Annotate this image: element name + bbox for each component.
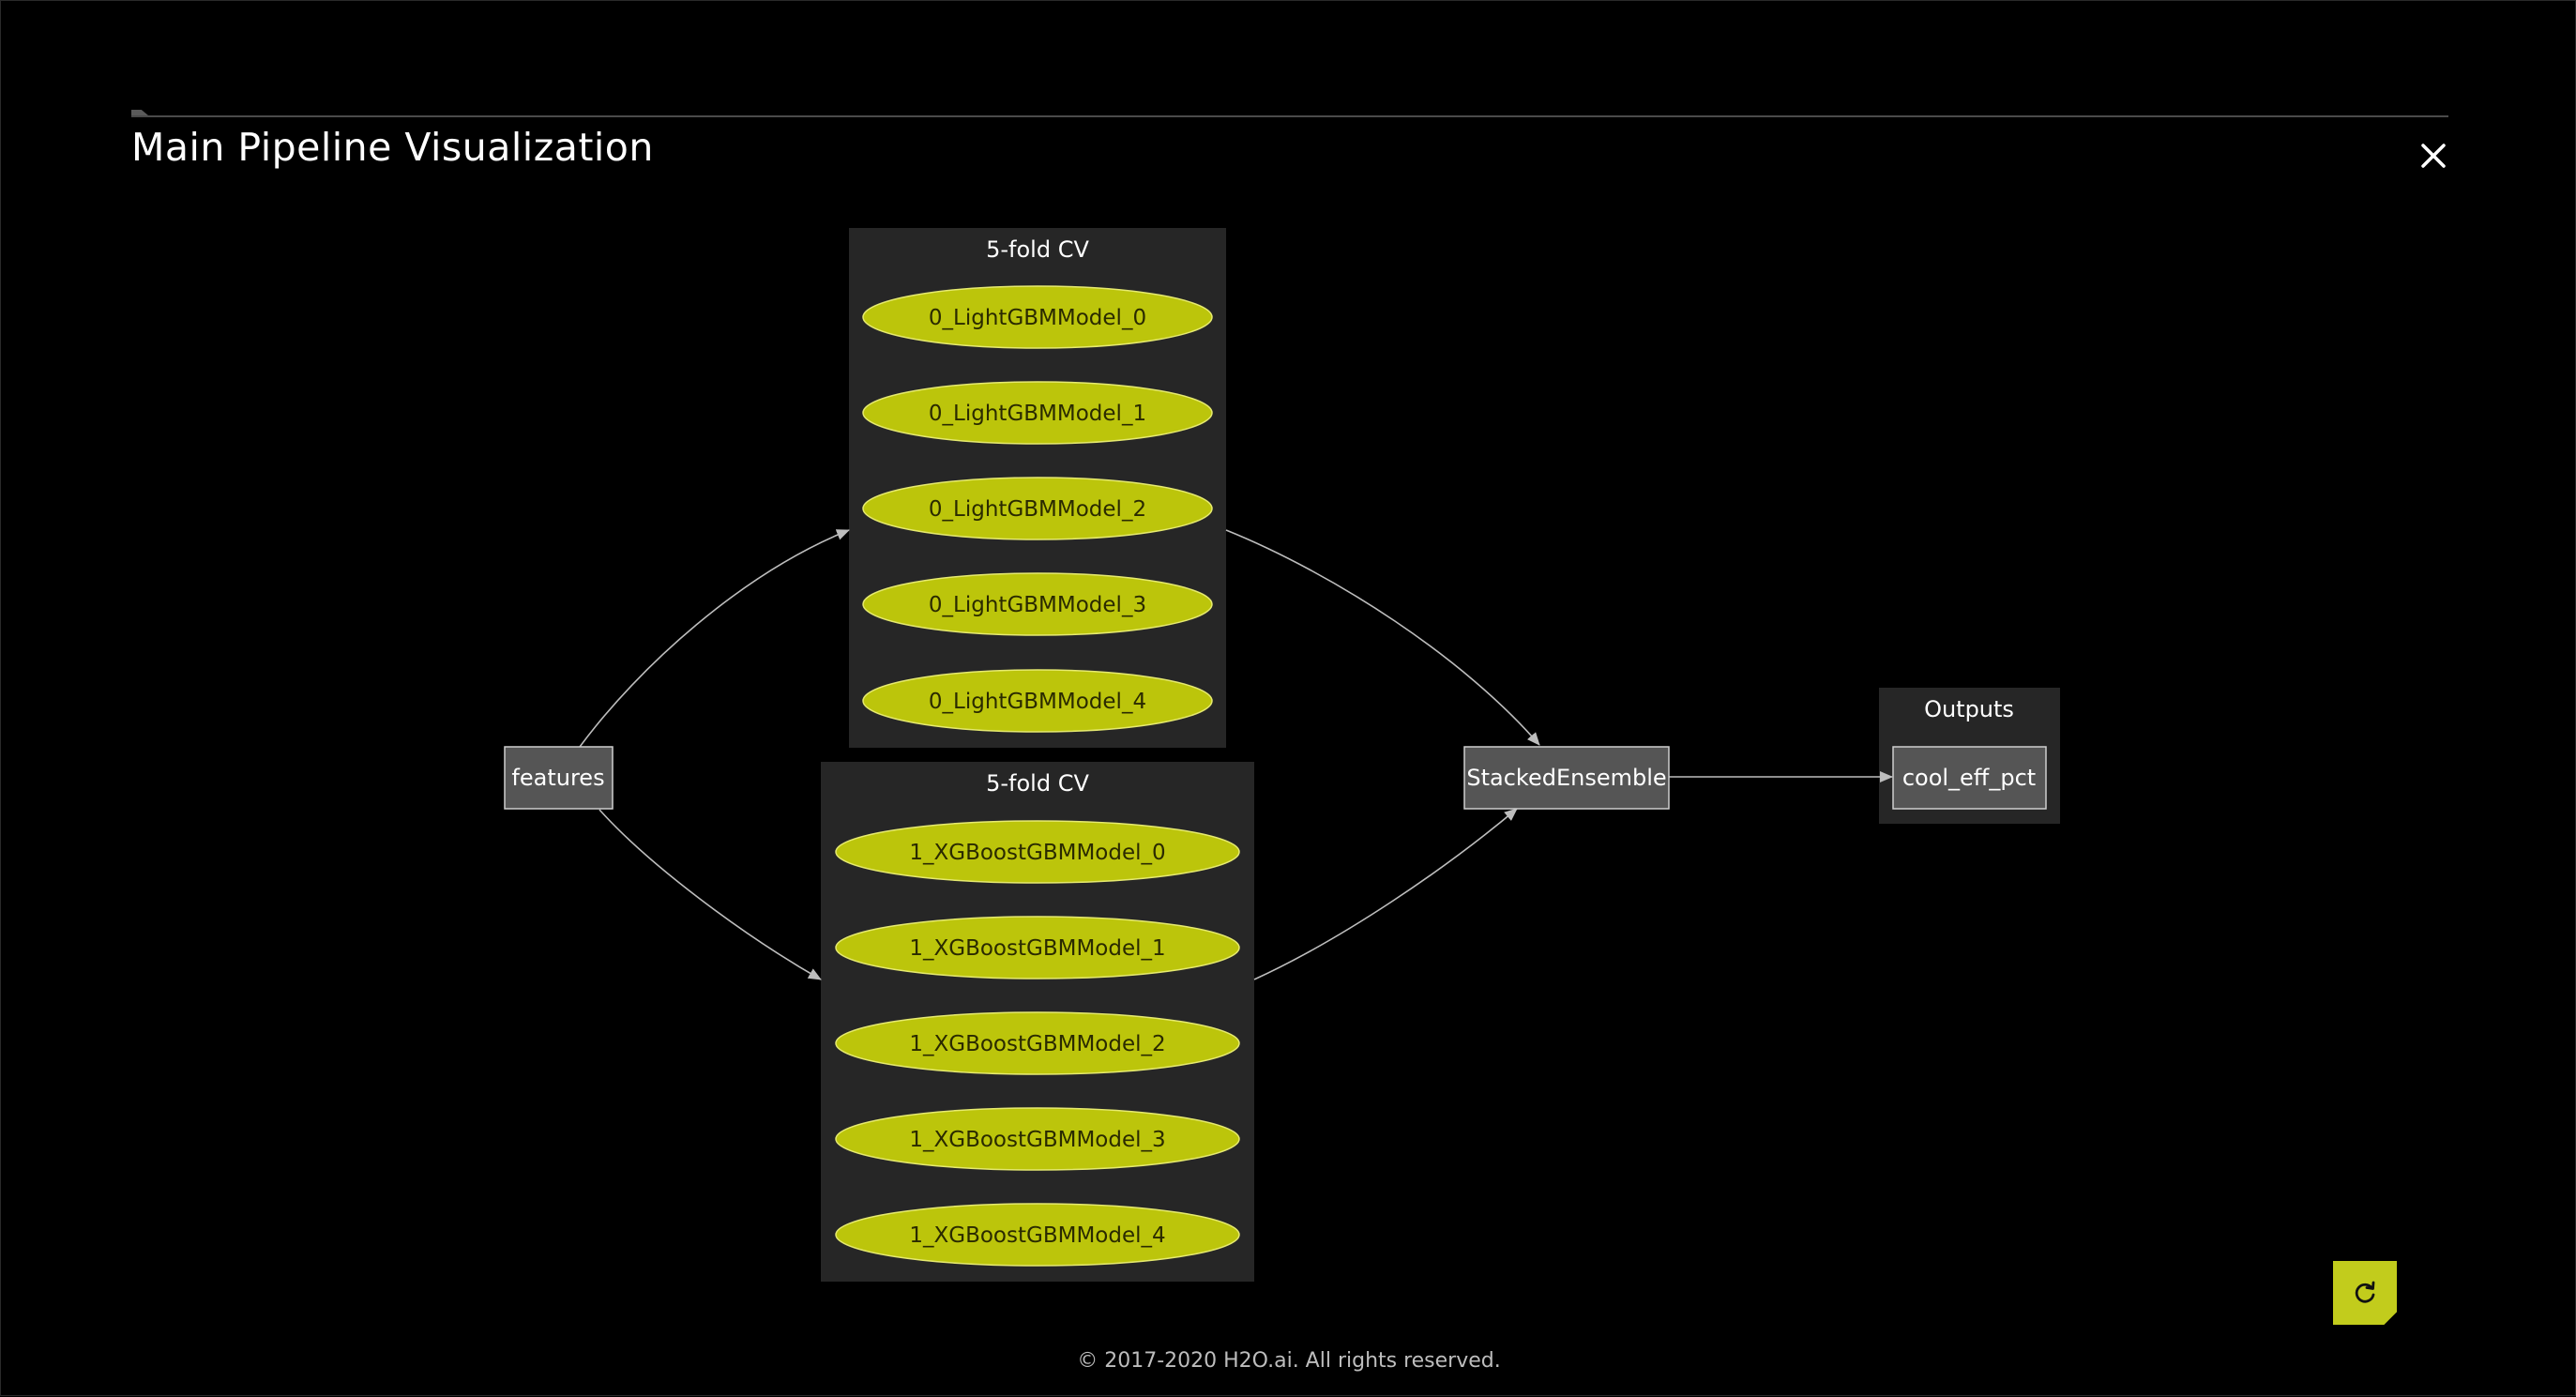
model-label: 1_XGBoostGBMModel_0 bbox=[909, 841, 1165, 865]
stacked-ensemble-node[interactable]: StackedEnsemble bbox=[1463, 746, 1670, 810]
model-label: 0_LightGBMModel_2 bbox=[929, 497, 1146, 522]
model-node[interactable]: 0_LightGBMModel_3 bbox=[862, 572, 1213, 636]
close-button[interactable] bbox=[2410, 132, 2457, 179]
cluster-label: 5-fold CV bbox=[986, 770, 1089, 797]
model-node[interactable]: 1_XGBoostGBMModel_3 bbox=[835, 1107, 1240, 1171]
model-node[interactable]: 0_LightGBMModel_0 bbox=[862, 285, 1213, 349]
stacked-ensemble-label: StackedEnsemble bbox=[1466, 765, 1666, 791]
model-label: 1_XGBoostGBMModel_4 bbox=[909, 1223, 1165, 1248]
cluster-label: Outputs bbox=[1924, 696, 2014, 722]
refresh-button[interactable] bbox=[2333, 1261, 2397, 1325]
model-label: 0_LightGBMModel_0 bbox=[929, 306, 1146, 330]
model-node[interactable]: 1_XGBoostGBMModel_1 bbox=[835, 916, 1240, 979]
model-label: 1_XGBoostGBMModel_1 bbox=[909, 936, 1165, 961]
refresh-icon bbox=[2355, 1281, 2375, 1303]
model-node[interactable]: 1_XGBoostGBMModel_0 bbox=[835, 820, 1240, 884]
model-node[interactable]: 1_XGBoostGBMModel_4 bbox=[835, 1203, 1240, 1267]
copyright-text: © 2017-2020 H2O.ai. All rights reserved. bbox=[1077, 1349, 1501, 1373]
features-node[interactable]: features bbox=[504, 746, 614, 810]
page-title: Main Pipeline Visualization bbox=[131, 125, 654, 170]
model-label: 0_LightGBMModel_1 bbox=[929, 402, 1146, 426]
cluster-label: 5-fold CV bbox=[986, 236, 1089, 263]
cluster-lightgbm: 5-fold CV 0_LightGBMModel_0 0_LightGBMMo… bbox=[849, 228, 1226, 748]
close-icon bbox=[2421, 144, 2446, 168]
model-node[interactable]: 1_XGBoostGBMModel_2 bbox=[835, 1011, 1240, 1075]
output-label: cool_eff_pct bbox=[1902, 765, 2036, 791]
model-label: 0_LightGBMModel_3 bbox=[929, 593, 1146, 617]
model-node[interactable]: 0_LightGBMModel_1 bbox=[862, 381, 1213, 445]
edge-xgboost-to-ensemble bbox=[1253, 808, 1518, 980]
header-divider bbox=[131, 115, 2448, 117]
edge-lightgbm-to-ensemble bbox=[1225, 529, 1540, 746]
header-tab-marker bbox=[131, 110, 148, 115]
model-label: 0_LightGBMModel_4 bbox=[929, 690, 1146, 714]
model-node[interactable]: 0_LightGBMModel_2 bbox=[862, 477, 1213, 540]
cluster-xgboost: 5-fold CV 1_XGBoostGBMModel_0 1_XGBoostG… bbox=[821, 762, 1254, 1282]
edge-features-to-lightgbm bbox=[579, 529, 850, 748]
model-label: 1_XGBoostGBMModel_2 bbox=[909, 1032, 1165, 1056]
features-label: features bbox=[511, 765, 604, 791]
model-node[interactable]: 0_LightGBMModel_4 bbox=[862, 669, 1213, 733]
model-label: 1_XGBoostGBMModel_3 bbox=[909, 1128, 1165, 1152]
edge-features-to-xgboost bbox=[599, 809, 822, 980]
output-node[interactable]: cool_eff_pct bbox=[1892, 746, 2047, 810]
